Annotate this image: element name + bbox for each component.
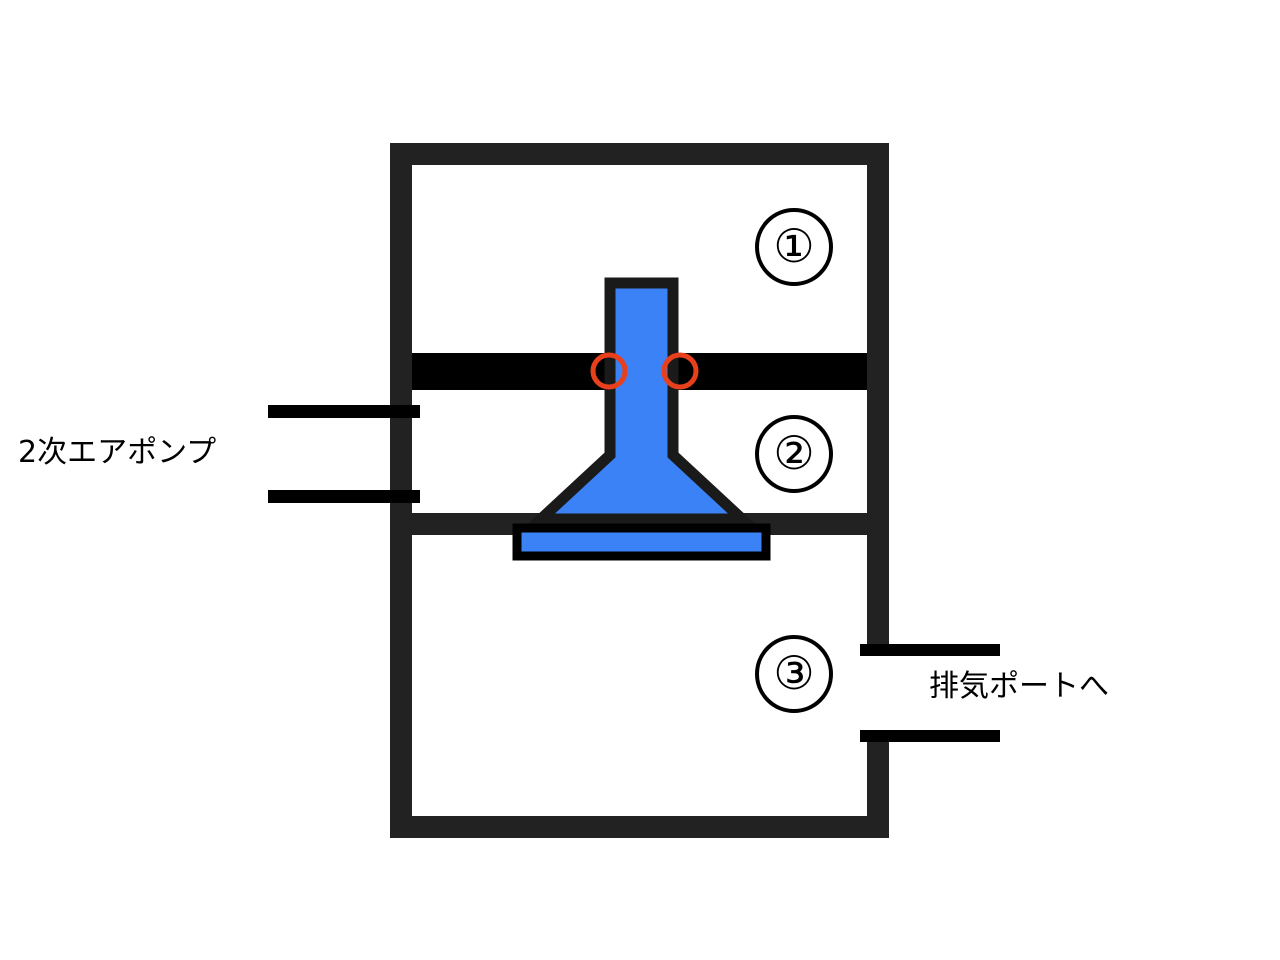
red-circle-right-icon xyxy=(661,352,699,390)
secondary-air-pump-label: 2次エアポンプ xyxy=(18,435,217,470)
exhaust-outlet-pipes xyxy=(860,644,1000,742)
to-exhaust-port-label: 排気ポートへ xyxy=(929,669,1109,704)
secondary-air-inlet-lower xyxy=(268,490,420,503)
chamber-number-2-badge: ② xyxy=(755,415,833,493)
secondary-air-inlet-pipes xyxy=(268,405,420,503)
housing-wall-right-lower xyxy=(867,730,889,838)
valve-stem-and-cone xyxy=(526,277,757,525)
secondary-air-inlet-upper xyxy=(268,405,420,418)
housing-wall-top xyxy=(390,143,889,165)
chamber-number-3-text: ③ xyxy=(773,645,815,700)
valve-assembly xyxy=(512,277,771,561)
chamber-number-1-badge: ① xyxy=(755,208,833,286)
housing-walls xyxy=(390,143,889,838)
chamber-number-1-text: ① xyxy=(773,218,815,273)
exhaust-outlet-upper xyxy=(860,644,1000,656)
valve-plate xyxy=(512,523,771,561)
chamber-number-3-badge: ③ xyxy=(755,635,833,713)
housing-wall-right-upper xyxy=(867,143,889,655)
chamber-number-2-text: ② xyxy=(773,425,815,480)
exhaust-outlet-lower xyxy=(860,730,1000,742)
red-circle-left-icon xyxy=(590,352,628,390)
housing-wall-bottom xyxy=(390,816,889,838)
seal-annotation-markers xyxy=(590,352,699,390)
